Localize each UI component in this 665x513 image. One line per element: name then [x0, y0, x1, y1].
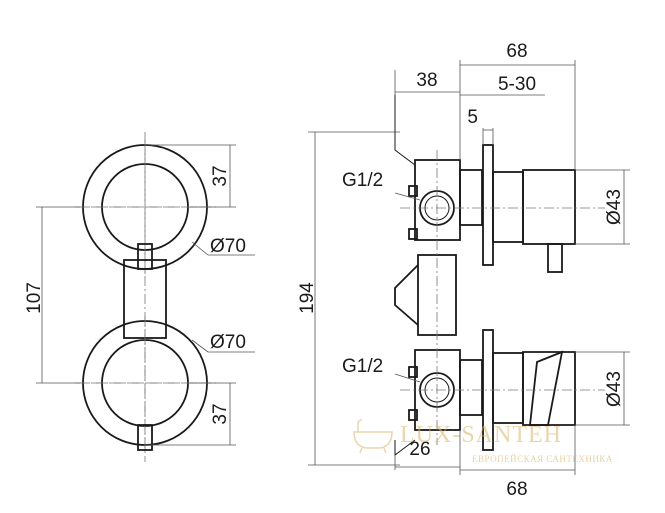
dim-side-height: 194 [297, 282, 318, 314]
side-view: 194 38 68 5-30 5 G1/2 G1/2 Ø43 Ø43 [297, 41, 630, 500]
wall-line-top [394, 95, 416, 166]
dim-bottom-diameter: Ø70 [210, 332, 246, 353]
dim-bottom-left-depth: 26 [409, 439, 430, 460]
front-top-lever [137, 243, 153, 270]
dim-handle-bottom-diameter: Ø43 [604, 371, 625, 407]
side-bottom-cartridge [459, 359, 483, 416]
label-thread-bottom: G1/2 [342, 356, 383, 377]
side-bottom-lever [528, 350, 564, 426]
dim-bottom-total-width: 68 [506, 479, 527, 500]
bathtub-icon [353, 419, 393, 454]
watermark-brand: LUX-SANTEH [400, 422, 562, 448]
dim-front-height: 107 [24, 282, 45, 314]
side-top-cartridge [459, 169, 483, 226]
side-top-handle [522, 169, 576, 245]
side-top-lever [547, 243, 563, 273]
dim-top-offset: 37 [210, 165, 231, 186]
dim-top-diameter: Ø70 [210, 236, 246, 257]
dim-side-total-width: 68 [506, 41, 527, 62]
front-view: 107 37 Ø70 Ø70 37 [24, 132, 255, 462]
dim-plate-thickness: 5 [467, 107, 478, 128]
front-bottom-lever [137, 424, 153, 451]
dim-bottom-offset: 37 [210, 403, 231, 424]
watermark: LUX-SANTEH ЕВРОПЕЙСКАЯ САНТЕХНИКА [353, 419, 613, 464]
side-top-plate [482, 144, 494, 266]
watermark-tagline: ЕВРОПЕЙСКАЯ САНТЕХНИКА [472, 454, 613, 464]
label-thread-top: G1/2 [342, 170, 383, 191]
dim-adjust-range: 5-30 [498, 74, 536, 95]
dim-handle-top-diameter: Ø43 [604, 189, 625, 225]
dim-side-depth: 38 [416, 70, 437, 91]
